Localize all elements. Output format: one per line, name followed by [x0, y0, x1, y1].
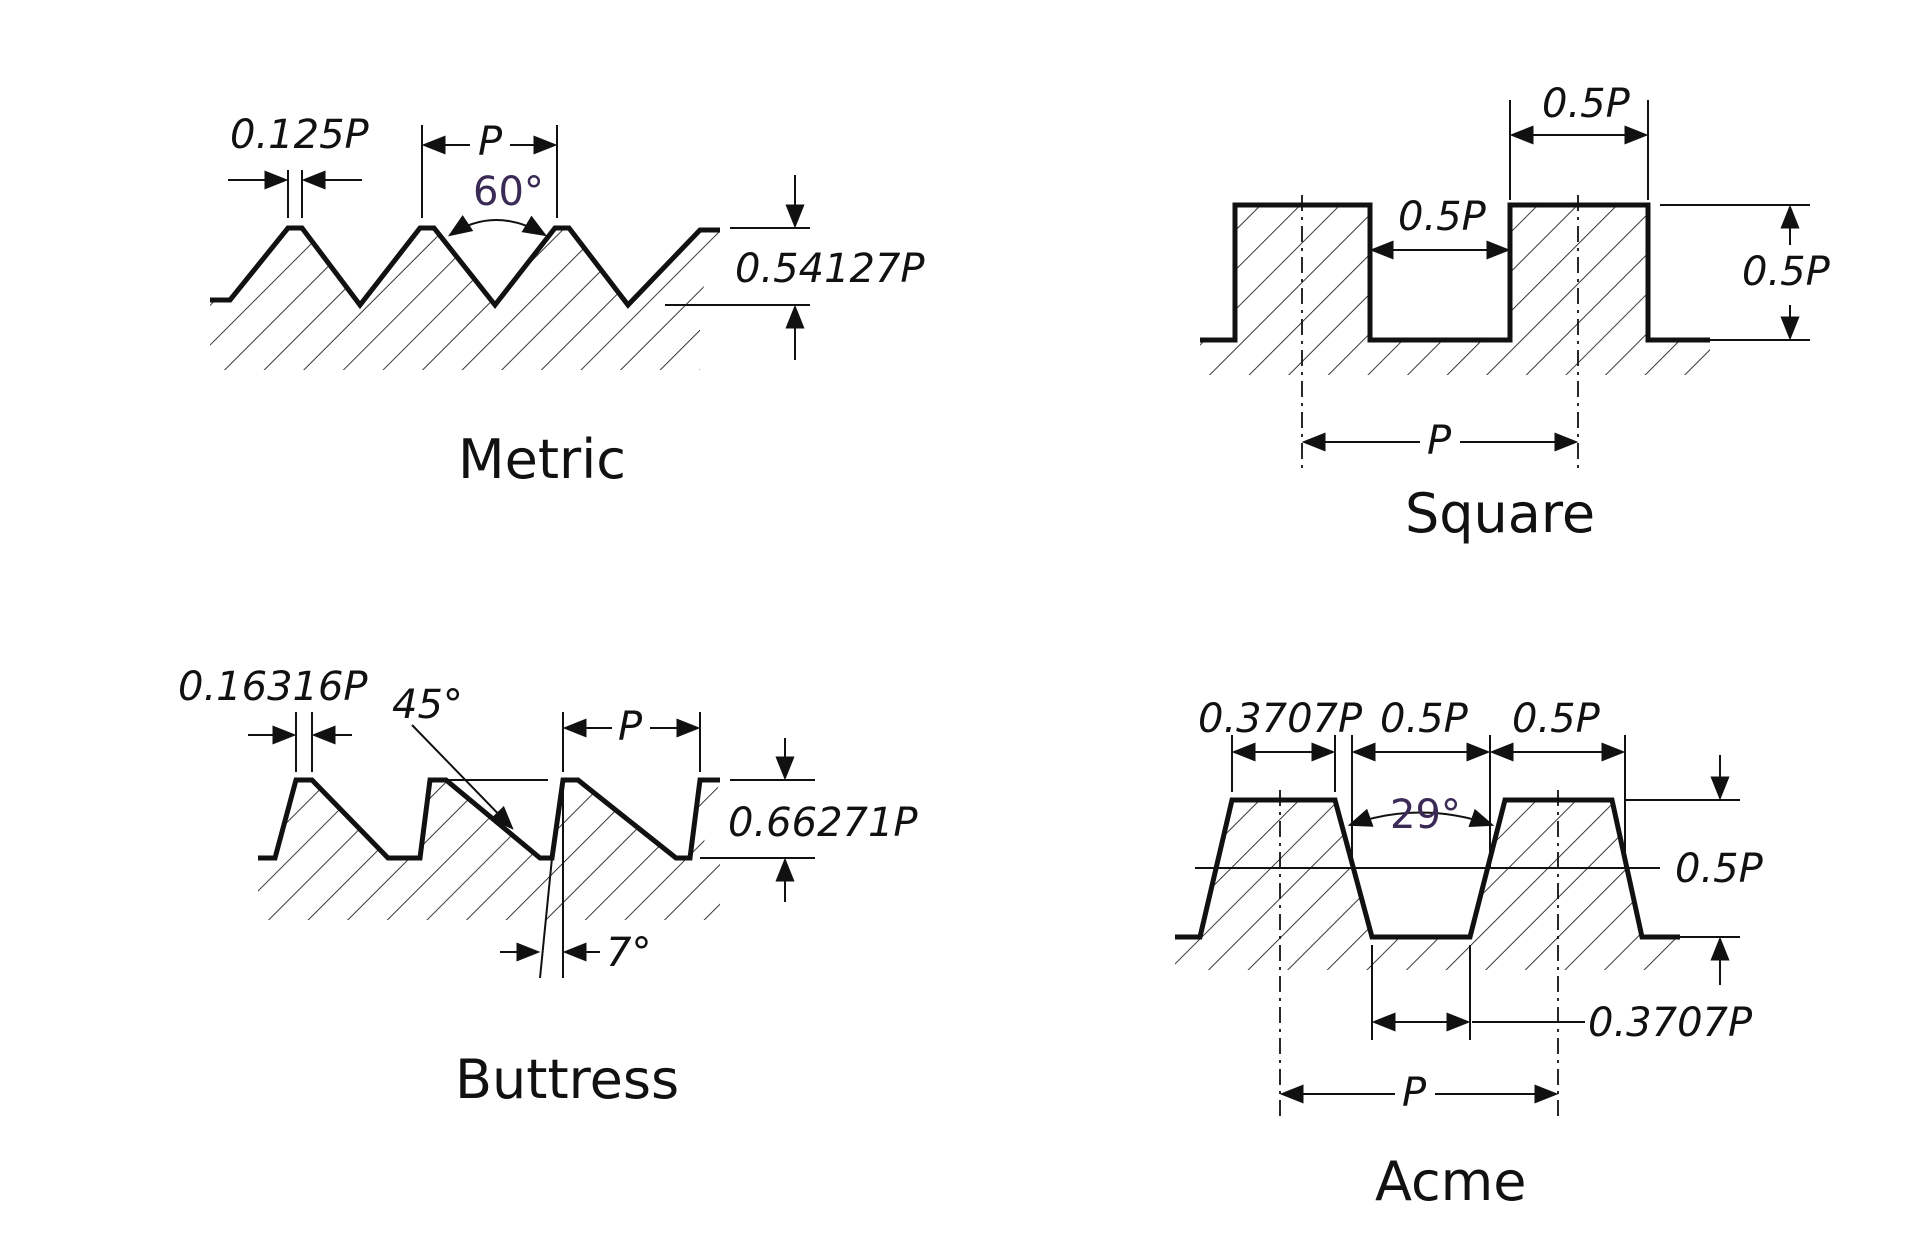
metric-pitch-label: P — [478, 119, 503, 165]
acme-mid-width-2-label: 0.5P — [1512, 696, 1601, 742]
metric-thread-diagram: 0.125P P 60° 0.54127P Metric — [210, 112, 925, 491]
acme-root-flat-label: 0.3707P — [1588, 1000, 1753, 1046]
buttress-depth-label: 0.66271P — [728, 800, 918, 846]
square-gap-width-label: 0.5P — [1398, 194, 1487, 240]
square-thread-profile — [1200, 202, 1710, 343]
metric-crest-flat-label: 0.125P — [230, 112, 370, 158]
buttress-thread-diagram: 0.16316P 45° P 0.66271P 7° Buttress — [178, 664, 918, 1111]
acme-hatched-body — [1175, 800, 1680, 970]
metric-angle-label: 60° — [473, 169, 544, 215]
buttress-back-angle-label: 7° — [606, 930, 651, 976]
metric-thread-profile — [210, 225, 720, 310]
metric-hatched-body — [210, 228, 720, 370]
acme-crest-flat-label: 0.3707P — [1198, 696, 1363, 742]
metric-depth-label: 0.54127P — [735, 246, 925, 292]
square-hatched-body — [1200, 205, 1710, 375]
square-thread-diagram: 0.5P 0.5P 0.5P P Square — [1200, 81, 1831, 545]
buttress-hatched-body — [258, 780, 720, 920]
buttress-pitch-label: P — [618, 704, 643, 750]
metric-title: Metric — [458, 428, 626, 491]
acme-angle-label: 29° — [1390, 792, 1461, 838]
acme-title: Acme — [1375, 1150, 1527, 1213]
acme-mid-width-1-label: 0.5P — [1380, 696, 1469, 742]
acme-thread-diagram: 0.3707P 0.5P 0.5P 29° 0.5P 0.3707P P Acm… — [1175, 696, 1764, 1213]
buttress-title: Buttress — [455, 1048, 679, 1111]
acme-depth-label: 0.5P — [1675, 846, 1764, 892]
square-depth-label: 0.5P — [1742, 249, 1831, 295]
acme-pitch-label: P — [1402, 1070, 1427, 1116]
square-top-width-label: 0.5P — [1542, 81, 1631, 127]
buttress-crest-flat-label: 0.16316P — [178, 664, 368, 710]
buttress-flank-angle-label: 45° — [392, 682, 463, 728]
square-pitch-label: P — [1427, 418, 1452, 464]
square-title: Square — [1405, 482, 1595, 545]
